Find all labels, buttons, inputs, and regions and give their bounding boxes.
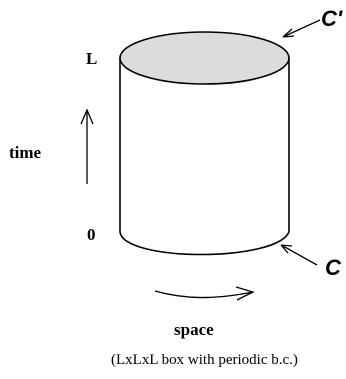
cylinder — [119, 31, 290, 256]
cylinder-top-face — [119, 31, 290, 85]
space-arrow-icon — [154, 286, 255, 301]
cylinder-bottom-edge — [119, 231, 290, 256]
bottom-value-label: 0 — [87, 225, 96, 244]
top-contour-label: C' — [321, 6, 343, 31]
bottom-contour-label: C — [325, 255, 342, 280]
bottom-contour-pointer — [280, 244, 318, 266]
top-contour-pointer — [282, 19, 321, 38]
space-axis-label: space — [174, 320, 214, 339]
top-value-label: L — [86, 49, 97, 68]
time-arrow-icon — [80, 108, 94, 184]
caption: (LxLxL box with periodic b.c.) — [111, 352, 298, 368]
time-axis-label: time — [9, 143, 42, 162]
